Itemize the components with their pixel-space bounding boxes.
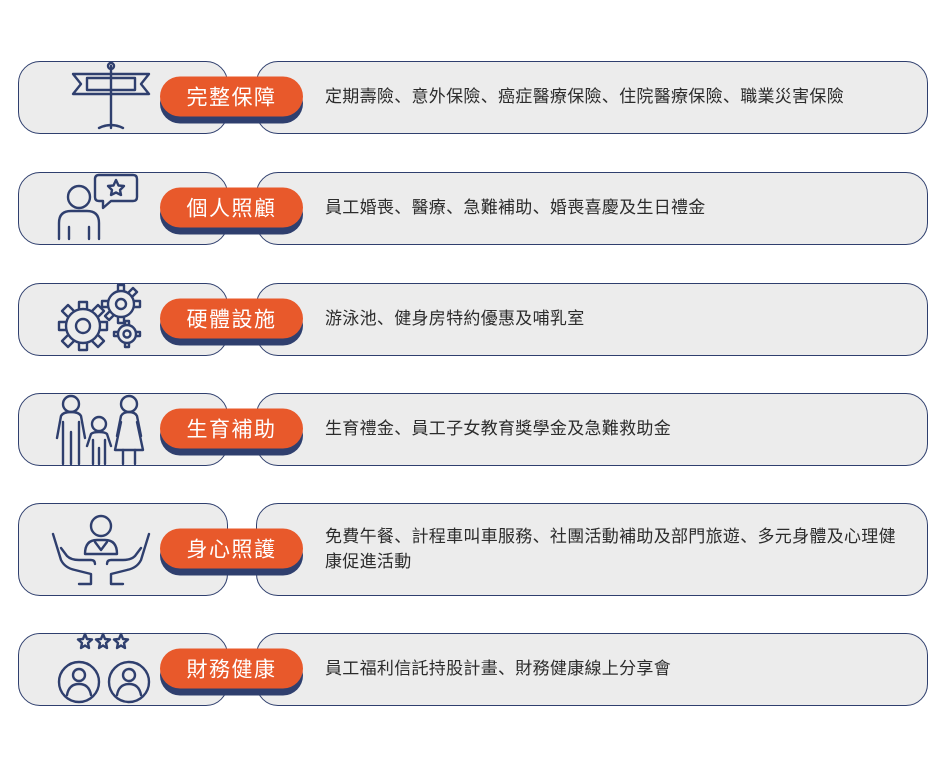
- flag-icon: [41, 60, 161, 136]
- description-box: 游泳池、健身房特約優惠及哺乳室: [256, 283, 928, 356]
- benefit-title: 個人照顧: [160, 187, 303, 227]
- benefit-row-5: 免費午餐、計程車叫車服務、社團活動補助及部門旅遊、多元身體及心理健康促進活動 身…: [18, 503, 928, 596]
- gears-icon: [41, 282, 161, 358]
- benefit-description: 免費午餐、計程車叫車服務、社團活動補助及部門旅遊、多元身體及心理健康促進活動: [325, 526, 896, 572]
- description-box: 定期壽險、意外保險、癌症醫療保險、住院醫療保險、職業災害保險: [256, 61, 928, 134]
- benefit-row-6: 員工福利信託持股計畫、財務健康線上分享會 財務健康: [18, 632, 928, 708]
- benefit-title: 生育補助: [160, 408, 303, 448]
- benefit-title-pill: 個人照顧: [160, 187, 303, 234]
- benefit-title-pill: 硬體設施: [160, 298, 303, 345]
- benefit-title-pill: 完整保障: [160, 76, 303, 123]
- description-box: 員工婚喪、醫療、急難補助、婚喪喜慶及生日禮金: [256, 172, 928, 245]
- benefit-description: 員工福利信託持股計畫、財務健康線上分享會: [325, 659, 671, 679]
- benefit-title: 硬體設施: [160, 298, 303, 338]
- benefit-title: 財務健康: [160, 648, 303, 688]
- benefit-row-4: 生育禮金、員工子女教育獎學金及急難救助金 生育補助: [18, 393, 928, 466]
- benefit-row-3: 游泳池、健身房特約優惠及哺乳室 硬體設施: [18, 283, 928, 356]
- rated-people-icon: [41, 632, 161, 708]
- benefit-title: 完整保障: [160, 76, 303, 116]
- benefit-title-pill: 身心照護: [160, 528, 303, 575]
- benefit-title-pill: 生育補助: [160, 408, 303, 455]
- benefit-title-pill: 財務健康: [160, 648, 303, 695]
- benefit-row-1: 定期壽險、意外保險、癌症醫療保險、住院醫療保險、職業災害保險 完整保障: [18, 61, 928, 134]
- description-box: 員工福利信託持股計畫、財務健康線上分享會: [256, 633, 928, 706]
- benefit-title: 身心照護: [160, 528, 303, 568]
- care-hands-icon: [41, 512, 161, 588]
- benefit-description: 生育禮金、員工子女教育獎學金及急難救助金: [325, 419, 671, 439]
- description-box: 免費午餐、計程車叫車服務、社團活動補助及部門旅遊、多元身體及心理健康促進活動: [256, 503, 928, 596]
- benefit-row-2: 員工婚喪、醫療、急難補助、婚喪喜慶及生日禮金 個人照顧: [18, 172, 928, 245]
- benefit-description: 游泳池、健身房特約優惠及哺乳室: [325, 309, 585, 329]
- description-box: 生育禮金、員工子女教育獎學金及急難救助金: [256, 393, 928, 466]
- benefit-description: 定期壽險、意外保險、癌症醫療保險、住院醫療保險、職業災害保險: [325, 87, 844, 107]
- benefit-description: 員工婚喪、醫療、急難補助、婚喪喜慶及生日禮金: [325, 198, 706, 218]
- family-icon: [41, 392, 161, 468]
- person-chat-icon: [41, 171, 161, 247]
